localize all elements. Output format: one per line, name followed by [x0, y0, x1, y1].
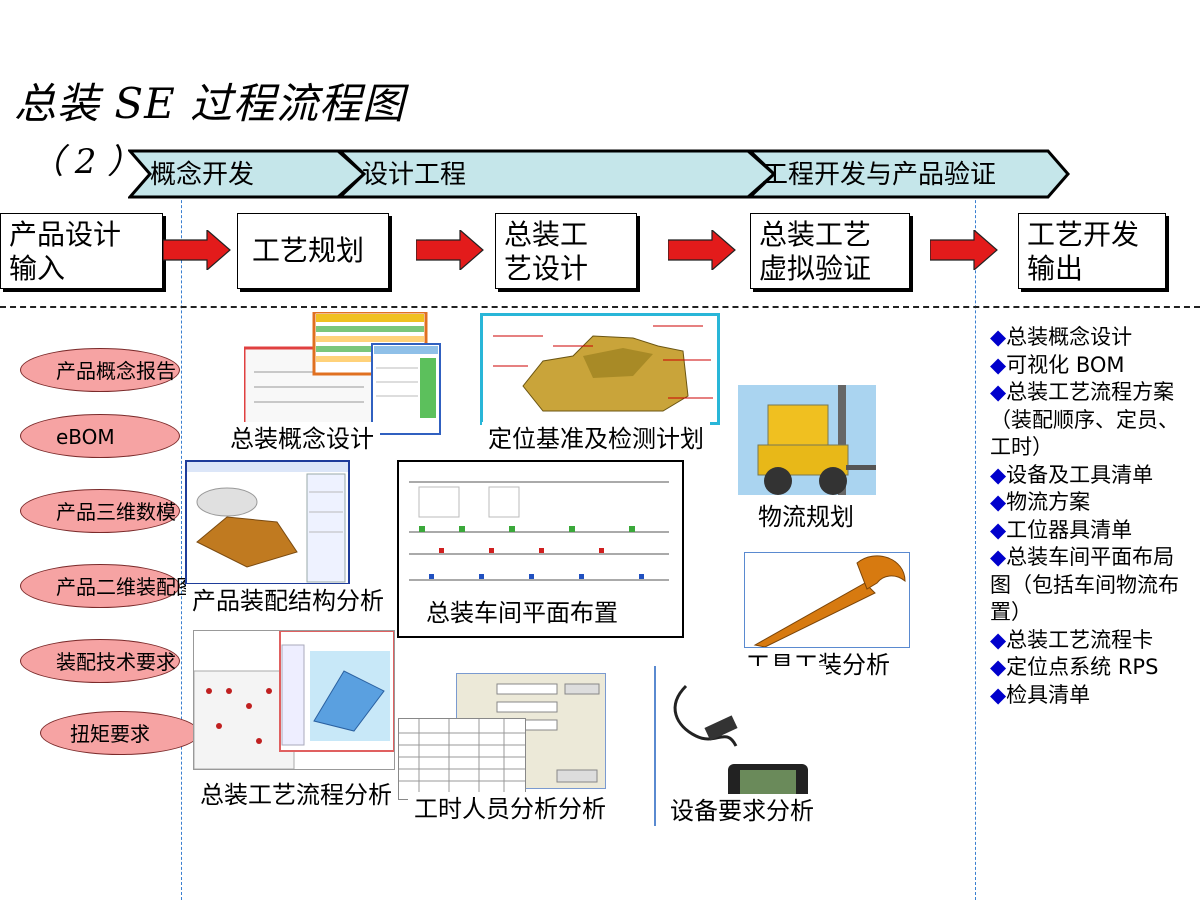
- deliverables-list: ◆总装概念设计 ◆可视化 BOM ◆总装工艺流程方案（装配顺序、定员、工时） ◆…: [990, 324, 1186, 709]
- process-step-line: 工艺规划: [252, 234, 365, 267]
- caption-labor-analysis: 工时人员分析分析: [408, 792, 612, 826]
- deliverable-item: ◆定位点系统 RPS: [990, 655, 1159, 679]
- caption-concept-design: 总装概念设计: [224, 422, 380, 456]
- process-step-line: 输出: [1027, 252, 1084, 285]
- forklift-image: [738, 385, 876, 495]
- concept-design-image: [244, 312, 444, 436]
- input-label-2d-drawing: 产品二维装配图: [56, 575, 196, 599]
- wrench-image: [744, 552, 910, 648]
- input-label-3d-model: 产品三维数模: [56, 500, 176, 524]
- process-step-product-input: 产品设计 输入: [0, 213, 163, 289]
- bullet-diamond-icon: ◆: [990, 490, 1007, 514]
- phase-chevron-validation: [746, 149, 1070, 199]
- caption-assembly-structure: 产品装配结构分析: [186, 584, 390, 618]
- input-ellipse: [20, 639, 180, 683]
- process-step-line: 总装工: [504, 218, 589, 251]
- input-ellipse: [20, 489, 180, 533]
- phase-label-concept: 概念开发: [150, 160, 255, 190]
- input-label-ebom: eBOM: [56, 425, 115, 449]
- phase-label-design: 设计工程: [362, 160, 467, 190]
- process-step-line: 工艺开发: [1027, 218, 1140, 251]
- deliverable-item: ◆总装工艺流程方案（装配顺序、定员、工时）: [990, 380, 1179, 459]
- deliverable-item: ◆检具清单: [990, 682, 1091, 707]
- input-ellipse: [20, 564, 180, 608]
- deliverable-item: ◆总装工艺流程卡: [990, 627, 1154, 652]
- caption-equipment: 设备要求分析: [664, 794, 820, 828]
- input-label-assembly-req: 装配技术要求: [56, 650, 176, 674]
- flow-arrow-2: [416, 230, 484, 270]
- deliverable-item: ◆总装概念设计: [990, 325, 1133, 349]
- assembly-structure-image: [185, 460, 350, 585]
- input-ellipse: [20, 348, 180, 392]
- guide-line-left: [181, 150, 182, 900]
- section-divider: [0, 306, 1200, 308]
- deliverable-item: ◆设备及工具清单: [990, 462, 1154, 487]
- caption-process-flow: 总装工艺流程分析: [194, 778, 398, 812]
- process-step-line: 产品设计: [9, 218, 122, 251]
- flow-arrow-4: [930, 230, 998, 270]
- bullet-diamond-icon: ◆: [990, 545, 1007, 569]
- process-step-virtual-validation: 总装工艺 虚拟验证: [750, 213, 910, 289]
- flow-arrow-3: [668, 230, 736, 270]
- page-subtitle: （ 2 ）: [30, 142, 142, 182]
- caption-workshop-layout: 总装车间平面布置: [420, 596, 624, 630]
- process-step-process-design: 总装工 艺设计: [495, 213, 637, 289]
- bullet-diamond-icon: ◆: [990, 627, 1007, 652]
- caption-locating-plan: 定位基准及检测计划: [482, 422, 710, 456]
- bullet-diamond-icon: ◆: [990, 380, 1007, 404]
- bullet-diamond-icon: ◆: [990, 352, 1007, 377]
- bullet-diamond-icon: ◆: [990, 462, 1007, 487]
- input-ellipse: [40, 711, 200, 755]
- input-ellipse: [20, 414, 180, 458]
- bullet-diamond-icon: ◆: [990, 682, 1007, 707]
- deliverable-item: ◆物流方案: [990, 490, 1091, 514]
- process-step-line: 虚拟验证: [759, 252, 872, 285]
- input-label-concept-report: 产品概念报告: [56, 359, 176, 383]
- input-label-torque-req: 扭矩要求: [70, 722, 150, 746]
- phase-banner: [128, 149, 1070, 199]
- process-step-line: 输入: [9, 252, 66, 285]
- guide-line-right: [975, 150, 976, 900]
- phase-label-validation: 工程开发与产品验证: [762, 160, 997, 190]
- bullet-diamond-icon: ◆: [990, 517, 1007, 542]
- process-step-line: 总装工艺: [759, 218, 872, 251]
- deliverable-item: ◆总装车间平面布局图（包括车间物流布置）: [990, 545, 1179, 624]
- bullet-diamond-icon: ◆: [990, 325, 1007, 349]
- caption-logistics: 物流规划: [752, 500, 860, 534]
- process-step-planning: 工艺规划: [237, 213, 389, 289]
- flow-arrow-1: [163, 230, 231, 270]
- process-flow-image: [193, 630, 395, 770]
- bullet-diamond-icon: ◆: [990, 655, 1007, 679]
- process-step-line: 艺设计: [504, 252, 589, 285]
- deliverable-item: ◆工位器具清单: [990, 517, 1133, 542]
- labor-table-image: [398, 718, 526, 800]
- deliverable-item: ◆可视化 BOM: [990, 352, 1125, 377]
- locating-plan-image: [480, 313, 720, 425]
- page-title: 总装 SE 过程流程图: [14, 79, 406, 128]
- process-step-output: 工艺开发 输出: [1018, 213, 1166, 289]
